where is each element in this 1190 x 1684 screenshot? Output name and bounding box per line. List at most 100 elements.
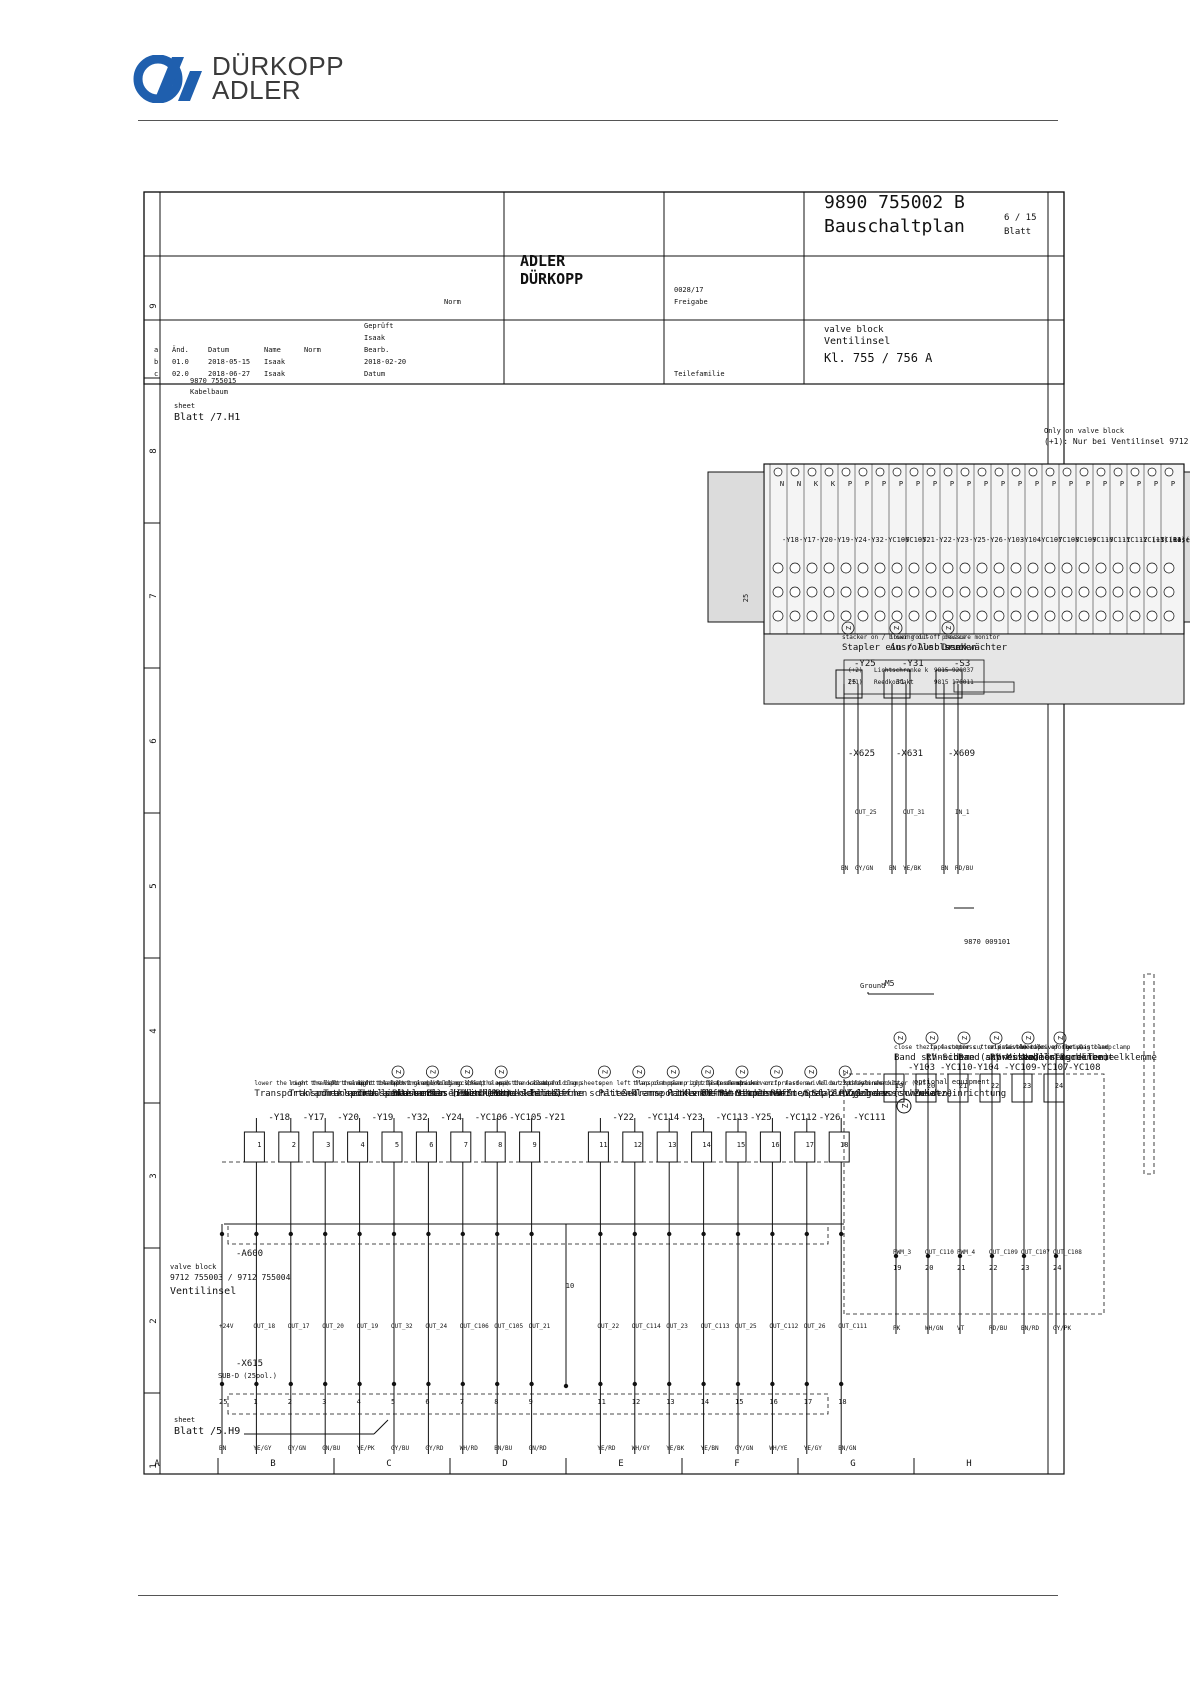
border-row-label: F [734,1459,739,1469]
brand-logo: DÜRKOPP ADLER [133,53,380,110]
valve-id: -YC110 [940,1063,973,1073]
revision-date2: Datum [208,346,229,354]
valve-slice-led [994,467,1004,477]
wire-color-label: YE/GY [804,1445,822,1452]
island-dot [701,1231,706,1237]
header-rule [138,120,1058,121]
valve-slice-label: -YC112 (+1) [1122,536,1168,544]
valve-slice-marker: P [933,480,937,488]
valve-desc-de: Transportklammer rechts heben [323,1089,480,1099]
valve-slice-port [1010,586,1022,598]
border-col-label: 3 [149,1173,159,1178]
valve-slice-port [840,562,852,574]
border-col-label: 2 [149,1318,159,1323]
pin-label: 13 [666,1398,674,1406]
coil-pin: 2 [292,1141,296,1149]
valve-island-outline [227,1223,829,1245]
optional-z-icon [494,1065,508,1079]
valve-coil [1011,1073,1033,1103]
island-dot [957,1253,963,1259]
optional-z-icon [957,1031,971,1045]
valve-desc-de: RV-Schere (schwenken) [926,1053,1040,1063]
output-label: OUT_C105 [494,1323,523,1330]
valve-coil [1043,1073,1065,1103]
output-label: OUT_18 [253,1323,275,1330]
valve-slice-marker: P [916,480,920,488]
output-label: OUT_21 [529,1323,551,1330]
output-label: OUT_25 [735,1323,757,1330]
valve-slice-label: -YC107 [1037,536,1062,544]
pin-label: 18 [838,1398,846,1406]
valve-desc-de: Pattenklemme links öffnen [598,1089,733,1099]
valve-slice-label: -YC109 [1071,536,1096,544]
bottom-valve-id: -Y25 [854,659,876,669]
valve-desc-de: Taschenbeutelklemme [1054,1053,1157,1063]
valve-id: -YC106 [475,1113,508,1123]
island-dot [391,1231,397,1237]
optional-z-letter: Z [1025,1036,1033,1040]
ground-cable: 9870 009101 [964,938,1010,946]
valve-slice-led [926,467,936,477]
wire-color-label: BN/BU [494,1445,512,1452]
valve-desc-en: zip fastener driver (grip) [990,1044,1084,1051]
wire-color-label: RD/BU [989,1325,1007,1332]
valve-desc-de: Pattenklemme rechts öffnen [667,1089,808,1099]
valve-slice-label: -Y32 [867,536,884,544]
optional-z-icon [1053,1031,1067,1045]
border-col-label: 9 [149,303,159,308]
valve-id: -YC108 [1068,1063,1101,1073]
output-label: OUT_C109 [989,1249,1018,1256]
valve-slice-port [806,610,818,622]
connector-dot [323,1381,328,1387]
title-gepr-label: Geprüft [364,322,394,330]
bottom-valve-id: -Y31 [902,659,924,669]
valve-slice-port [1078,610,1090,622]
valve-slice-port [823,562,835,574]
valve-slice-port [1112,610,1124,622]
valve-id: -Y104 [972,1063,999,1073]
valve-slice-led [1147,467,1157,477]
output-label: OUT_C111 [838,1323,867,1330]
revision-date: Änd. [172,345,189,354]
optional-z-letter: Z [498,1070,506,1074]
output-label: OUT_19 [357,1323,379,1330]
valve-coil [519,1131,541,1163]
valve-slice-port [1129,562,1141,574]
valve-desc-de: RV-Stempel 2. Zylinder [770,1089,890,1099]
valve-slice-port [942,610,954,622]
valve-desc-en: zip fastener cutter (swivel) [926,1044,1027,1051]
valve-slice-marker: P [1069,480,1073,488]
valve-slice-port [1027,610,1039,622]
valve-slice-label: -YC105 [901,536,926,544]
valve-slice-marker: P [882,480,886,488]
valve-id: -Y24 [440,1113,462,1123]
valve-id: -Y21 [544,1113,566,1123]
valve-desc-en: lift the right transport clamp [323,1080,432,1087]
valve-slice-port [908,562,920,574]
valve-desc-de: RV-Mitnehmer vor [702,1089,789,1099]
optional-z-icon [989,1031,1003,1045]
pin-label: 5 [391,1398,395,1406]
connector-dot [804,1381,809,1387]
connector-id: -X615 [236,1359,263,1369]
left-sheet-ref-en: sheet [174,1416,195,1424]
valve-slice-label: -YC110 [1088,536,1113,544]
valve-slice-port [857,562,869,574]
valve-desc-en: open right flap clamps [667,1080,747,1087]
valve-slice-port [1112,586,1124,598]
connector-dot [770,1381,775,1387]
wire-color-label: YE/BK [666,1445,684,1452]
valve-slice-port [1095,586,1107,598]
valve-slice-label: -Y26 [986,536,1003,544]
valve-slice-led [841,467,851,477]
bottom-connector-id: -X609 [948,749,975,759]
valve-slice-marker: P [984,480,988,488]
valve-slice-port [823,586,835,598]
right-valve-outline [843,1073,1105,1315]
valve-slice-port [772,610,784,622]
connector-dot [529,1381,534,1387]
wire-color-label: RD/BU [955,865,973,872]
bottom-valve-coil [835,669,863,699]
optional-z-letter: Z [429,1070,437,1074]
coil-pin: 5 [395,1141,399,1149]
